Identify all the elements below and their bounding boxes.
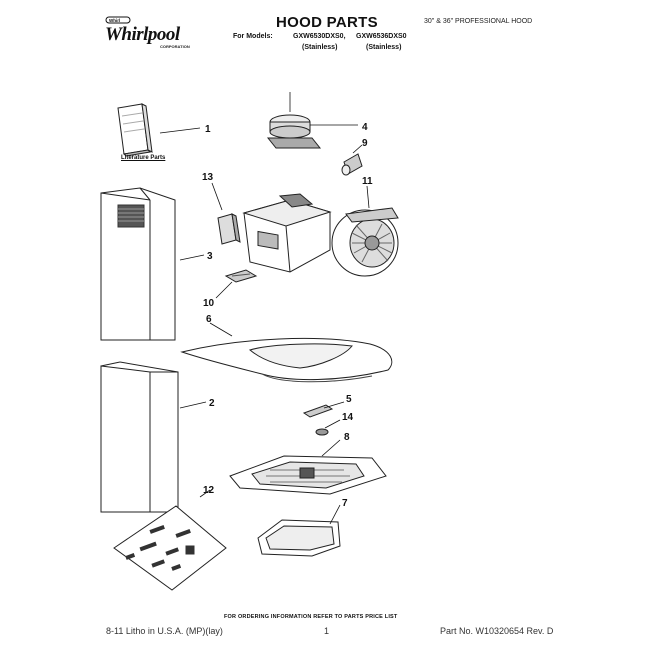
product-line: 30" & 36" PROFESSIONAL HOOD	[424, 18, 533, 25]
upper-chimney	[100, 187, 176, 341]
model-finish-a: (Stainless)	[302, 44, 338, 51]
brand-subtitle: CORPORATION	[160, 44, 190, 49]
blower-housing	[242, 193, 332, 273]
blower-motor	[331, 207, 399, 277]
callout-2: 2	[209, 398, 215, 409]
grease-filter	[257, 519, 341, 557]
callout-5: 5	[346, 394, 352, 405]
part-number: Part No. W10320654 Rev. D	[440, 626, 554, 636]
callout-labels: 1 4 9 13 11 3 10 6 2 5 14 8 12 7	[202, 122, 373, 509]
model-number-b: GXW6536DXS0	[356, 33, 407, 40]
mounting-bracket	[266, 92, 322, 149]
model-number-a: GXW6530DXS0,	[293, 33, 346, 40]
page-number: 1	[324, 626, 330, 636]
callout-11: 11	[362, 176, 373, 187]
light-socket	[302, 404, 334, 436]
model-finish-b: (Stainless)	[366, 44, 402, 51]
callout-12: 12	[203, 485, 215, 496]
capacitor	[341, 153, 363, 176]
ordering-note: FOR ORDERING INFORMATION REFER TO PARTS …	[224, 614, 398, 620]
switch-module	[217, 213, 241, 245]
brand-wordmark: Whirlpool	[105, 24, 180, 45]
filter-frame	[229, 455, 387, 495]
callout-4: 4	[362, 122, 368, 133]
literature-parts-label: Literature Parts	[121, 155, 166, 161]
callout-7: 7	[342, 498, 348, 509]
leader-lines	[159, 124, 370, 525]
hood-canopy	[180, 337, 393, 383]
callout-8: 8	[344, 432, 350, 443]
callout-13: 13	[202, 172, 214, 183]
control-bracket	[224, 269, 258, 283]
literature-booklet	[117, 103, 153, 157]
lower-chimney	[100, 361, 179, 513]
hardware-bag	[113, 505, 227, 591]
callout-6: 6	[206, 314, 212, 325]
callout-10: 10	[203, 298, 215, 309]
callout-1: 1	[205, 124, 211, 135]
print-info: 8-11 Litho in U.S.A. (MP)(lay)	[106, 626, 223, 636]
callout-14: 14	[342, 412, 354, 423]
callout-3: 3	[207, 251, 213, 262]
svg-text:Whirl: Whirl	[109, 18, 120, 23]
callout-9: 9	[362, 138, 368, 149]
models-label: For Models:	[233, 33, 273, 40]
whirlpool-logo: Whirl	[104, 16, 194, 56]
page-title: HOOD PARTS	[276, 14, 378, 31]
